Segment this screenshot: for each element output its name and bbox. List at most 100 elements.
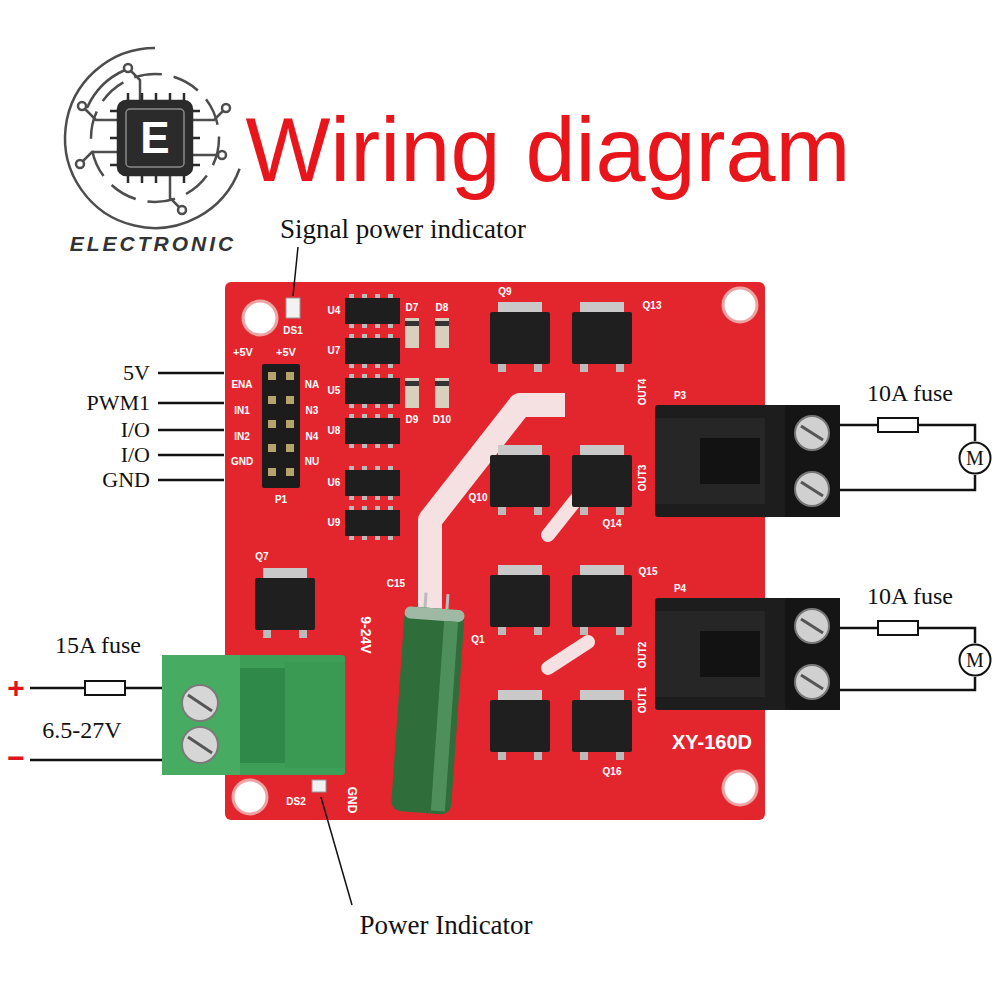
fuse-symbol — [85, 418, 918, 695]
silkscreen-label: N3 — [306, 406, 319, 416]
mosfet — [616, 752, 624, 760]
silkscreen-label: Q10 — [469, 493, 488, 503]
mosfet — [498, 364, 506, 372]
optocoupler-chip — [345, 338, 400, 364]
output-terminal — [785, 405, 840, 517]
diagram-title: Wiring diagram — [245, 105, 850, 195]
output-terminal — [795, 416, 829, 450]
optocoupler-chip — [349, 374, 398, 378]
silkscreen-label: DS1 — [283, 326, 302, 336]
board-model: XY-160D — [672, 732, 752, 752]
logo-mark — [170, 175, 182, 210]
mosfet — [534, 627, 542, 635]
silkscreen-label: N4 — [306, 432, 319, 442]
logo-mark — [110, 93, 200, 183]
power-terminal — [162, 655, 345, 775]
output-terminal — [801, 426, 823, 440]
pin-header — [286, 420, 294, 428]
power-terminal — [162, 655, 345, 775]
silkscreen-label: U9 — [328, 518, 341, 528]
silkscreen-label: DS2 — [286, 797, 305, 807]
logo-mark — [78, 102, 86, 110]
signal-label: I/O — [121, 444, 150, 466]
mosfet — [534, 752, 542, 760]
diode — [435, 318, 449, 348]
mosfet — [534, 364, 542, 372]
silkscreen-label: D9 — [406, 415, 419, 425]
driver-board — [723, 288, 757, 322]
silkscreen-label: D7 — [406, 303, 419, 313]
silkscreen-label: GND — [346, 787, 358, 814]
driver-board — [723, 771, 757, 805]
capacitor — [391, 591, 466, 815]
optocoupler-chip — [349, 324, 398, 328]
silkscreen-label: GND — [231, 457, 253, 467]
mosfet — [490, 575, 550, 627]
pin-header — [268, 396, 276, 404]
power-terminal — [182, 727, 218, 763]
silkscreen-label: U8 — [328, 426, 341, 436]
pin-header — [286, 372, 294, 380]
silkscreen-label: D10 — [433, 415, 451, 425]
mosfet — [255, 578, 315, 630]
fuse-label: 10A fuse — [867, 584, 953, 608]
mosfet — [580, 627, 588, 635]
mosfet — [580, 364, 588, 372]
output-terminal — [700, 631, 760, 677]
optocoupler-chip — [345, 296, 400, 538]
silkscreen-label: Q7 — [255, 552, 268, 562]
optocoupler-chip — [349, 294, 398, 298]
mosfet — [498, 627, 506, 635]
motor-outline — [960, 645, 991, 676]
silkscreen-label: Q16 — [603, 767, 622, 777]
power-terminal — [182, 685, 218, 721]
motor-symbol: M — [958, 643, 992, 677]
mosfet — [498, 507, 506, 515]
silkscreen-label: U6 — [328, 478, 341, 488]
pin-header — [268, 372, 276, 380]
output-terminal — [795, 665, 829, 699]
callout-label: Power Indicator — [359, 912, 532, 939]
driver-board — [225, 282, 765, 820]
logo-mark — [87, 70, 125, 108]
optocoupler-chip — [349, 364, 398, 368]
mosfet — [616, 364, 624, 372]
output-terminal — [655, 418, 765, 504]
silkscreen-label: IN1 — [234, 406, 250, 416]
logo-mark — [80, 152, 118, 164]
optocoupler-chip — [345, 378, 400, 404]
output-terminal — [655, 405, 840, 517]
optocoupler-chip — [349, 536, 398, 540]
fuse-label: 10A fuse — [867, 381, 953, 405]
fuse-symbol — [878, 621, 918, 635]
capacitor — [431, 621, 458, 812]
motor-letter: M — [966, 448, 984, 468]
wire — [30, 759, 162, 762]
mosfet — [490, 700, 550, 752]
motor-letter: M — [966, 650, 984, 670]
optocoupler-chip — [349, 334, 398, 338]
silkscreen-label: OUT2 — [638, 642, 648, 669]
signal-label: 5V — [123, 362, 150, 384]
wire — [30, 373, 975, 760]
silkscreen-label: OUT3 — [638, 465, 648, 492]
polarity-mark: + — [7, 673, 25, 703]
mosfet — [572, 312, 632, 364]
power-terminal — [188, 737, 212, 753]
wire — [840, 475, 975, 490]
optocoupler-chip — [349, 414, 398, 418]
capacitor — [404, 606, 465, 622]
silkscreen-label: IN2 — [234, 432, 250, 442]
silkscreen-label: OUT1 — [638, 687, 648, 714]
silkscreen-label: Q9 — [498, 287, 511, 297]
logo-mark — [65, 48, 240, 228]
pin-header — [268, 420, 276, 428]
silkscreen-label: Q14 — [603, 519, 622, 529]
mosfet — [572, 575, 632, 627]
output-terminal — [795, 472, 829, 506]
fuse-label: 15A fuse — [55, 633, 141, 657]
silkscreen-label: NU — [305, 457, 319, 467]
diode — [405, 381, 419, 386]
mosfet — [498, 752, 506, 760]
